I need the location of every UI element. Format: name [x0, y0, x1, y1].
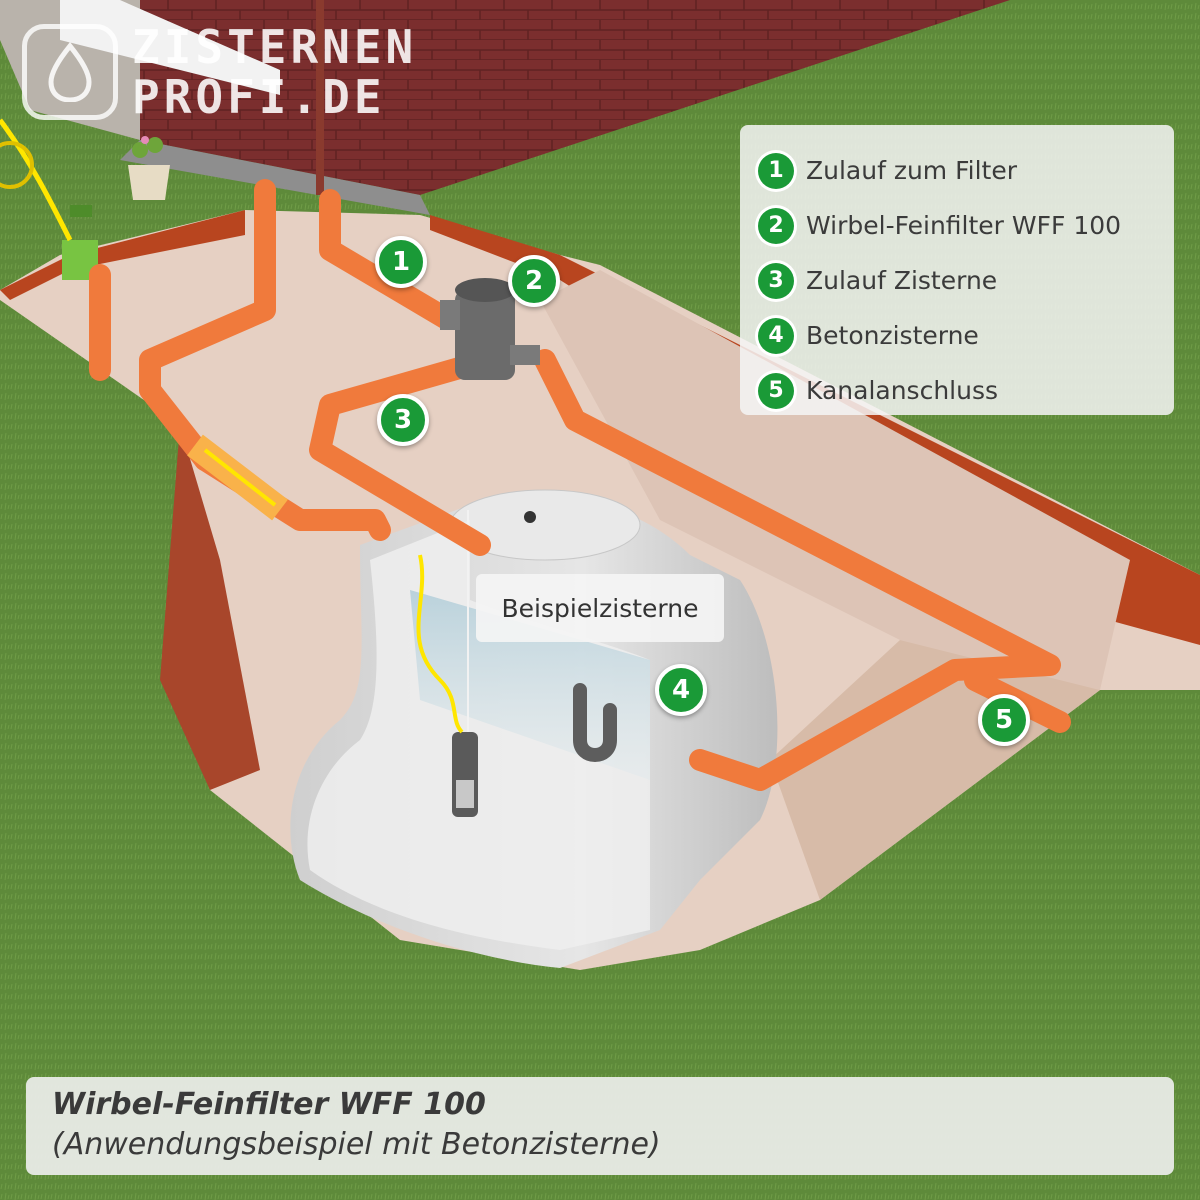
- legend-box: 1 Zulauf zum Filter 2 Wirbel-Feinfilter …: [740, 125, 1174, 415]
- legend-number-badge: 2: [758, 207, 794, 244]
- house-wall: [140, 0, 1010, 195]
- window-frame: [60, 0, 280, 95]
- legend-label: Kanalanschluss: [806, 376, 999, 405]
- marker-5-sewer-connection: 5: [978, 694, 1030, 746]
- pit-wall-back: [540, 270, 1130, 690]
- legend-item: 2 Wirbel-Feinfilter WFF 100: [758, 198, 1174, 253]
- marker-4-concrete-cistern: 4: [655, 664, 707, 716]
- legend-number-badge: 1: [758, 152, 794, 189]
- brand-text: ZISTERNEN PROFI.DE: [132, 22, 417, 122]
- caption-box: Wirbel-Feinfilter WFF 100 (Anwendungsbei…: [26, 1077, 1174, 1175]
- legend-label: Zulauf Zisterne: [806, 266, 998, 295]
- brand-logo-icon: [22, 24, 118, 120]
- vortex-filter: [440, 278, 540, 380]
- legend-item: 1 Zulauf zum Filter: [758, 143, 1174, 198]
- pipe-cable: [203, 448, 277, 507]
- rain-downpipe: [316, 0, 324, 195]
- legend-label: Zulauf zum Filter: [806, 156, 1018, 185]
- flower-pot: [128, 136, 170, 200]
- house-plinth: [120, 140, 430, 215]
- legend-number-badge: 4: [758, 317, 794, 354]
- brand-line1: ZISTERNEN: [132, 20, 418, 74]
- soil-edge-left: [0, 210, 245, 300]
- legend-item: 5 Kanalanschluss: [758, 363, 1174, 418]
- caption-subtitle: (Anwendungsbeispiel mit Betonzisterne): [52, 1127, 661, 1162]
- legend-label: Betonzisterne: [806, 321, 979, 350]
- brand: ZISTERNEN PROFI.DE: [22, 22, 417, 122]
- brand-line2: PROFI.DE: [132, 70, 386, 124]
- pit-wall-left: [160, 425, 260, 790]
- legend-label: Wirbel-Feinfilter WFF 100: [806, 211, 1122, 240]
- legend-item: 3 Zulauf Zisterne: [758, 253, 1174, 308]
- marker-3-cistern-inlet: 3: [377, 394, 429, 446]
- legend-item: 4 Betonzisterne: [758, 308, 1174, 363]
- marker-1-inlet-to-filter: 1: [375, 236, 427, 288]
- marker-2-vortex-filter: 2: [508, 255, 560, 307]
- legend-number-badge: 5: [758, 372, 794, 409]
- tank-label: Beispielzisterne: [476, 574, 724, 642]
- legend-number-badge: 3: [758, 262, 794, 299]
- caption-title: Wirbel-Feinfilter WFF 100: [52, 1087, 486, 1122]
